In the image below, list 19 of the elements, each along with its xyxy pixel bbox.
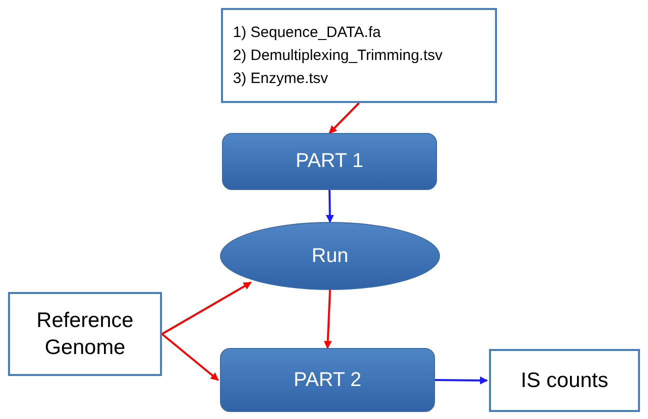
data-box: [8, 292, 162, 376]
data-box: [489, 349, 640, 412]
arrow: [326, 190, 334, 223]
arrow: [161, 333, 219, 381]
node-text: IS counts: [520, 368, 608, 394]
arrow: [434, 376, 488, 384]
node-text: PART 1: [296, 150, 364, 173]
file-list-box: [221, 8, 497, 103]
node-text: Reference Genome: [36, 308, 134, 361]
process-box: [220, 348, 435, 412]
arrow: [328, 102, 360, 134]
process-box: [222, 133, 437, 190]
node-text: 3) Enzyme.tsv: [233, 69, 328, 90]
arrow: [162, 282, 252, 335]
node-text: PART 2: [294, 368, 362, 392]
node-text: Run: [312, 244, 348, 268]
node-text: 2) Demultiplexing_Trimming.tsv: [233, 46, 443, 66]
arrow: [324, 290, 332, 349]
node-text: 1) Sequence_DATA.fa: [233, 22, 381, 43]
